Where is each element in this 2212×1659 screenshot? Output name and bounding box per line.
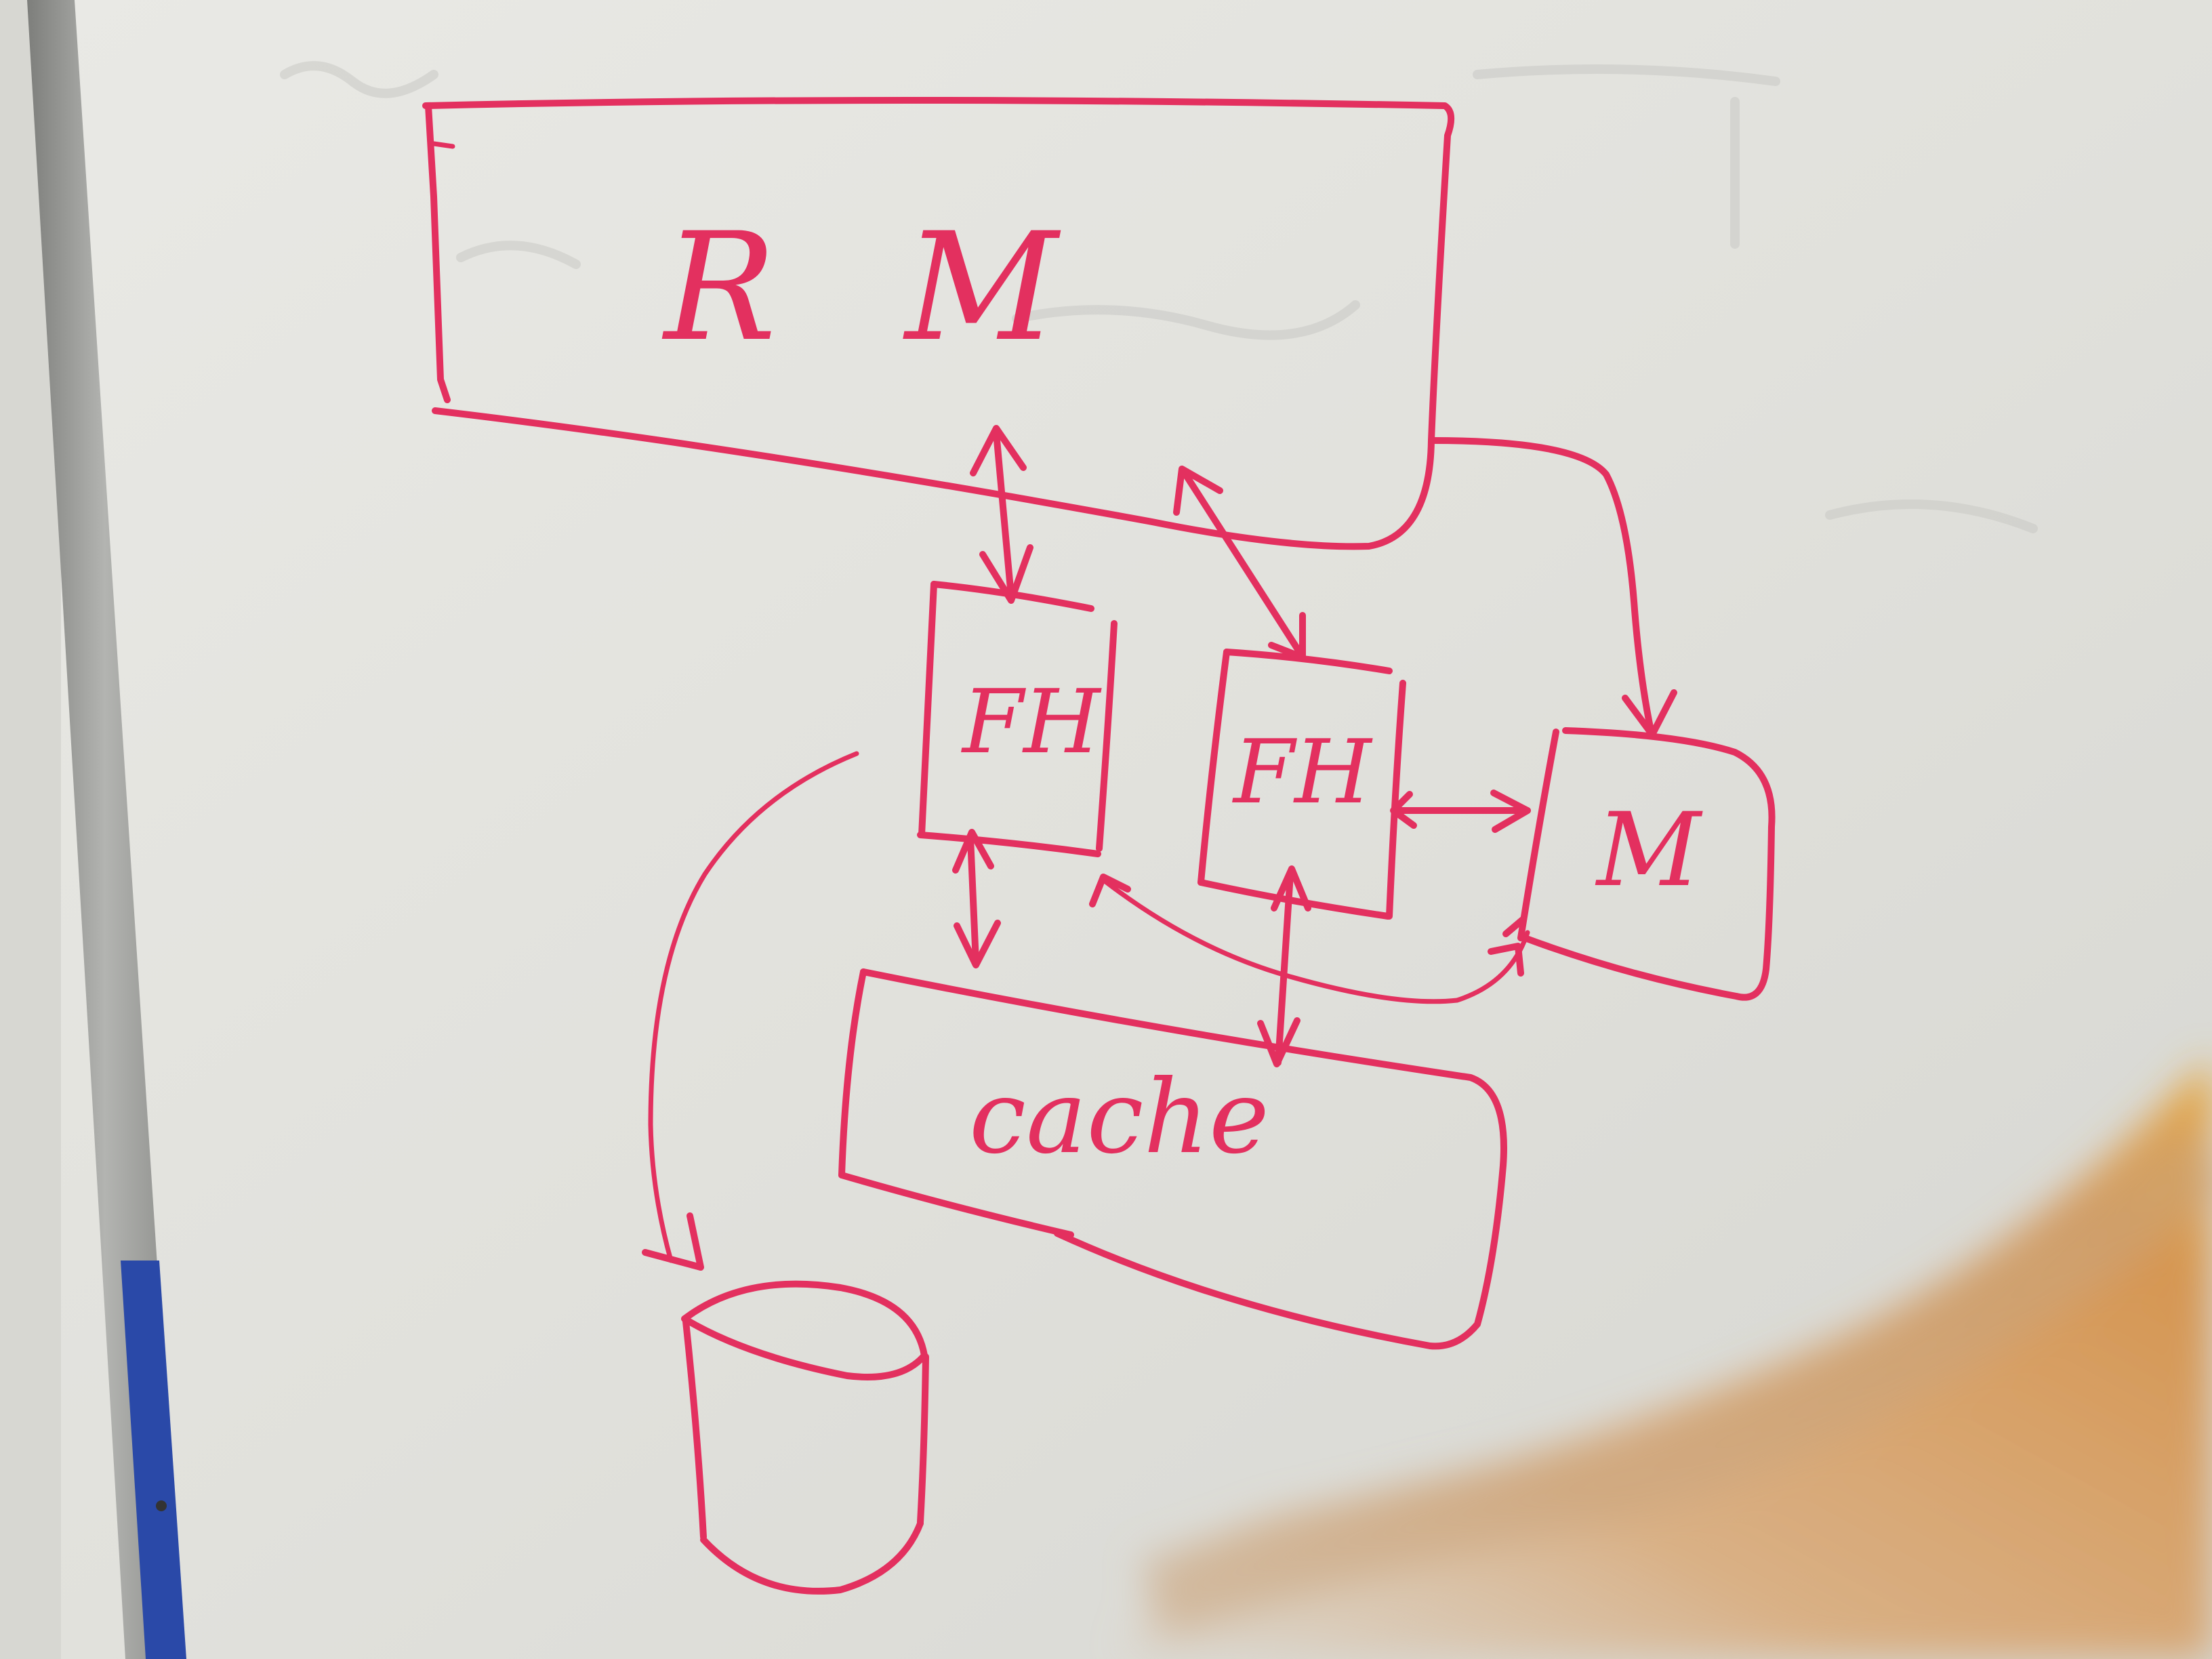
edge-fh-right-cache [1257, 865, 1311, 1067]
edge-rm-fh-left [970, 425, 1033, 604]
storage-node [681, 1280, 929, 1595]
m-node: M [1517, 727, 1776, 1001]
board-frame [27, 0, 183, 1659]
edge-fh-right-m [1390, 790, 1531, 833]
erased-marks [280, 61, 2038, 533]
fh-left-label: FH [961, 670, 1102, 773]
edge-rm-fh-right [1173, 466, 1306, 661]
blurred-arm [1118, 1057, 2212, 1659]
edge-fh-left-m [1089, 874, 1530, 1004]
m-label: M [1595, 792, 1703, 909]
fh-left-node: FH [917, 581, 1118, 857]
edge-rm-m [1428, 437, 1677, 738]
fh-right-label: FH [1232, 720, 1373, 823]
frame-screw [156, 1500, 167, 1511]
rm-label: R M [661, 201, 1099, 374]
frame-tape [121, 1261, 186, 1659]
rm-node: R M [422, 97, 1455, 550]
cache-node: cache [838, 968, 1507, 1350]
edge-fh-left-storage [642, 751, 859, 1271]
edge-fh-left-cache [952, 829, 1001, 968]
cache-label: cache [969, 1059, 1269, 1176]
